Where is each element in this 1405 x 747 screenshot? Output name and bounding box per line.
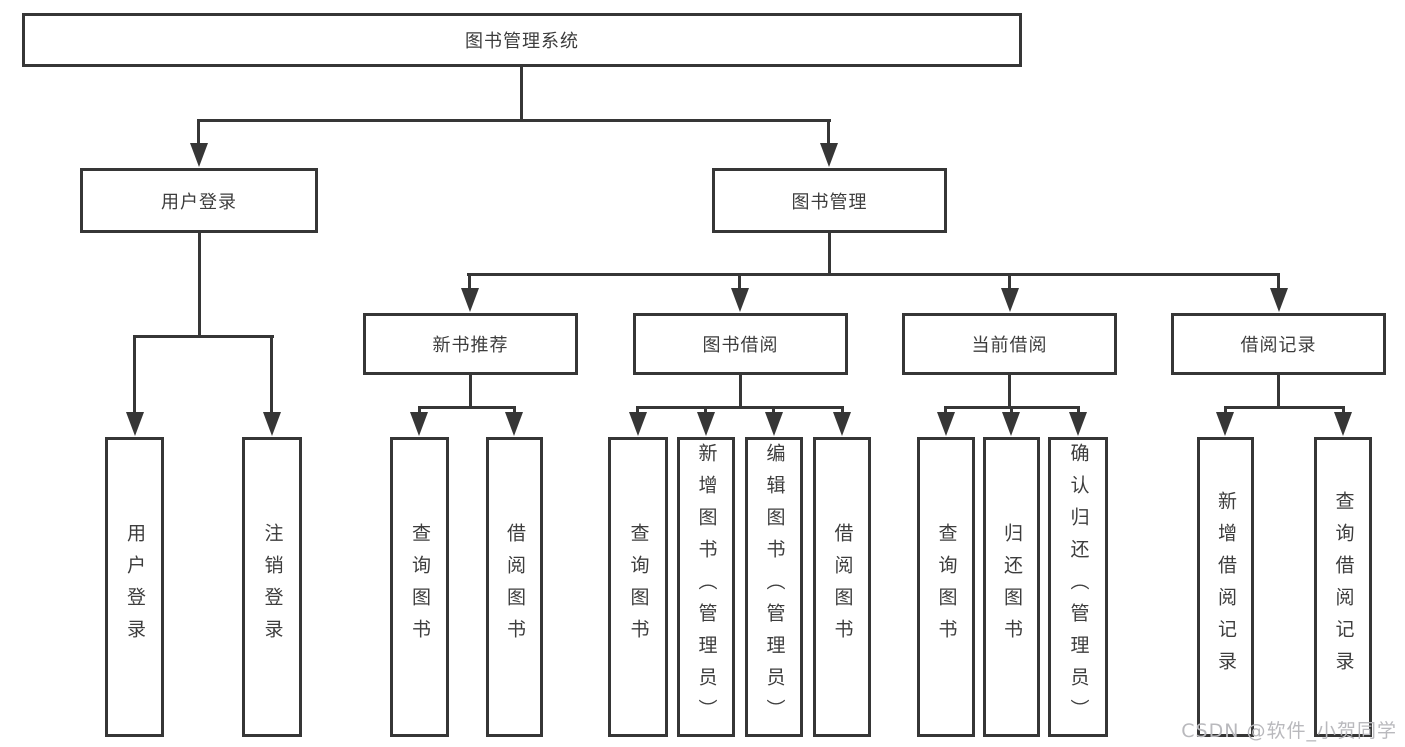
arrowhead-icon <box>820 143 838 167</box>
connector-leaf-drop <box>513 406 516 416</box>
leaf-records-add-record: 新增借阅记录 <box>1197 437 1254 737</box>
connector-level3-drop <box>1008 273 1011 291</box>
arrowhead-icon <box>1069 412 1087 436</box>
node-label: 图书管理系统 <box>465 31 579 52</box>
connector-level2-rail <box>197 119 831 122</box>
arrowhead-icon <box>1001 288 1019 312</box>
node-label: 借阅记录 <box>1240 335 1317 356</box>
connector-leaf-drop <box>772 406 775 416</box>
arrowhead-icon <box>833 412 851 436</box>
arrowhead-icon <box>1002 412 1020 436</box>
arrowhead-icon <box>765 412 783 436</box>
leaf-label: 确认归还（管理员） <box>1067 443 1090 731</box>
connector-level3-drop <box>468 273 471 291</box>
connector-newbook-rail <box>418 406 516 409</box>
csdn-watermark: CSDN @软件_小贺同学 <box>1181 720 1397 742</box>
connector-book-mgmt-drop <box>827 119 830 147</box>
arrowhead-icon <box>1216 412 1234 436</box>
leaf-current-return-books: 归还图书 <box>983 437 1040 737</box>
arrowhead-icon <box>126 412 144 436</box>
connector-level3-drop <box>738 273 741 291</box>
connector-book-mgmt-stem <box>828 233 831 273</box>
leaf-user-login: 用户登录 <box>105 437 164 737</box>
leaf-label: 注销登录 <box>261 523 284 651</box>
leaf-label: 新增借阅记录 <box>1215 491 1237 683</box>
arrowhead-icon <box>505 412 523 436</box>
leaf-label: 查询图书 <box>627 523 650 651</box>
connector-leaf-drop <box>1010 406 1013 416</box>
node-borrowing-records: 借阅记录 <box>1171 313 1386 375</box>
arrowhead-icon <box>190 143 208 167</box>
leaf-current-query-books: 查询图书 <box>917 437 975 737</box>
connector-leaf-drop <box>1224 406 1227 416</box>
connector-leaf-drop <box>841 406 844 416</box>
leaf-label: 用户登录 <box>124 523 146 651</box>
leaf-newbook-query-books: 查询图书 <box>390 437 449 737</box>
node-book-management: 图书管理 <box>712 168 947 233</box>
leaf-logout: 注销登录 <box>242 437 302 737</box>
arrowhead-icon <box>1270 288 1288 312</box>
connector-user-login-stem <box>198 233 201 335</box>
node-label: 用户登录 <box>161 191 237 213</box>
arrowhead-icon <box>731 288 749 312</box>
arrowhead-icon <box>461 288 479 312</box>
leaf-label: 借阅图书 <box>831 523 854 651</box>
arrowhead-icon <box>410 412 428 436</box>
node-current-borrowing: 当前借阅 <box>902 313 1117 375</box>
connector-user-login-rail <box>133 335 274 338</box>
leaf-label: 借阅图书 <box>504 523 526 651</box>
node-library-management-system: 图书管理系统 <box>22 13 1022 67</box>
node-label: 当前借阅 <box>971 335 1048 356</box>
connector-leaf-drop <box>1077 406 1080 416</box>
connector-leaf-drop <box>944 406 947 416</box>
leaf-label: 新增图书（管理员） <box>695 443 718 731</box>
leaf-newbook-borrow-books: 借阅图书 <box>486 437 543 737</box>
leaf-borrow-borrow-books: 借阅图书 <box>813 437 871 737</box>
node-label: 图书管理 <box>791 191 868 213</box>
leaf-label: 编辑图书（管理员） <box>763 443 786 731</box>
leaf-borrow-edit-books-admin: 编辑图书（管理员） <box>745 437 803 737</box>
arrowhead-icon <box>697 412 715 436</box>
arrowhead-icon <box>263 412 281 436</box>
leaf-records-query-record: 查询借阅记录 <box>1314 437 1372 737</box>
node-label: 新书推荐 <box>432 335 509 356</box>
connector-leaf-drop <box>270 335 273 415</box>
arrowhead-icon <box>629 412 647 436</box>
node-book-borrowing: 图书借阅 <box>633 313 848 375</box>
node-user-login: 用户登录 <box>80 168 318 233</box>
connector-bookborrow-stem <box>739 375 742 408</box>
connector-level3-drop <box>1277 273 1280 291</box>
connector-records-stem <box>1277 375 1280 408</box>
arrowhead-icon <box>1334 412 1352 436</box>
connector-user-login-drop <box>197 119 200 147</box>
leaf-label: 查询图书 <box>409 523 431 651</box>
leaf-borrow-add-books-admin: 新增图书（管理员） <box>677 437 735 737</box>
connector-leaf-drop <box>636 406 639 416</box>
node-new-book-recommend: 新书推荐 <box>363 313 578 375</box>
connector-records-rail <box>1224 406 1345 409</box>
connector-leaf-drop <box>418 406 421 416</box>
connector-leaf-drop <box>704 406 707 416</box>
connector-currentborrow-stem <box>1008 375 1011 408</box>
connector-level3-rail <box>467 273 1280 276</box>
arrowhead-icon <box>937 412 955 436</box>
connector-leaf-drop <box>1342 406 1345 416</box>
connector-newbook-stem <box>469 375 472 408</box>
leaf-label: 查询借阅记录 <box>1332 491 1355 683</box>
leaf-label: 归还图书 <box>1001 523 1023 651</box>
connector-root-stem <box>520 67 523 119</box>
node-label: 图书借阅 <box>702 335 779 356</box>
leaf-current-confirm-return-admin: 确认归还（管理员） <box>1048 437 1108 737</box>
connector-leaf-drop <box>133 335 136 415</box>
leaf-label: 查询图书 <box>935 523 958 651</box>
connector-bookborrow-rail <box>636 406 844 409</box>
leaf-borrow-query-books: 查询图书 <box>608 437 668 737</box>
